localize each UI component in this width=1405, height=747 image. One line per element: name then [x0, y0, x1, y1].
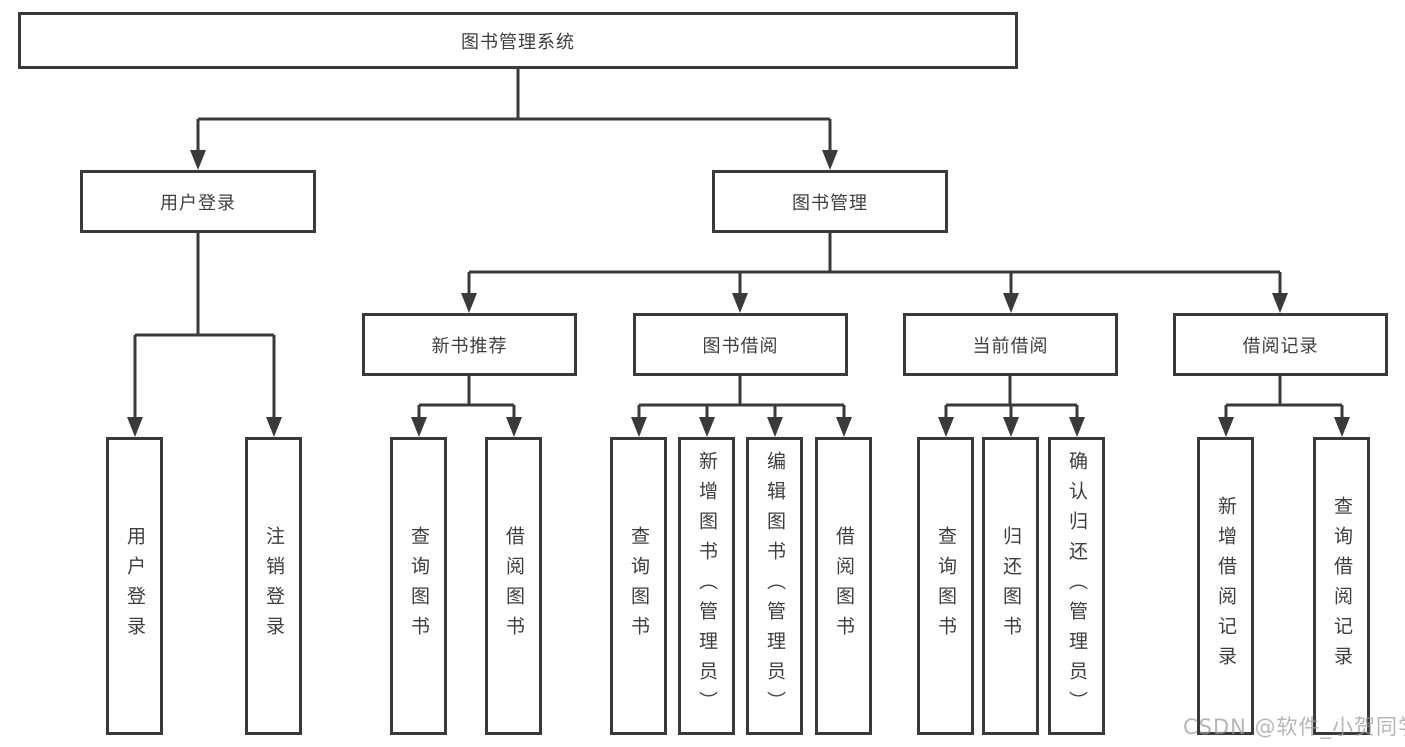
- node-book-management: 图书管理: [712, 170, 948, 233]
- leaf-query-books-1: 查询图书: [390, 437, 447, 735]
- leaf-logout-label: 注销登录: [263, 526, 285, 646]
- leaf-return-books: 归还图书: [982, 437, 1039, 735]
- node-library-management-system-label: 图书管理系统: [461, 31, 575, 53]
- leaf-user-login: 用户登录: [106, 437, 163, 735]
- csdn-watermark: CSDN @软件_小贺同学: [1183, 715, 1405, 739]
- leaf-logout: 注销登录: [245, 437, 302, 735]
- leaf-query-books-2: 查询图书: [610, 437, 667, 735]
- node-current-borrowing-label: 当前借阅: [972, 335, 1049, 357]
- leaf-add-borrow-record: 新增借阅记录: [1197, 437, 1254, 735]
- leaf-borrow-books-1: 借阅图书: [485, 437, 542, 735]
- leaf-query-borrow-record-label: 查询借阅记录: [1331, 496, 1353, 676]
- leaf-query-books-2-label: 查询图书: [628, 526, 650, 646]
- leaf-query-books-3: 查询图书: [917, 437, 974, 735]
- node-new-book-recommendation: 新书推荐: [362, 313, 577, 376]
- leaf-borrow-books-1-label: 借阅图书: [503, 526, 525, 646]
- leaf-confirm-return-admin: 确认归还（管理员）: [1048, 437, 1105, 735]
- node-library-management-system: 图书管理系统: [18, 12, 1018, 69]
- node-book-borrowing-label: 图书借阅: [702, 335, 779, 357]
- leaf-user-login-label: 用户登录: [124, 526, 146, 646]
- leaf-query-books-1-label: 查询图书: [408, 526, 430, 646]
- arrowheads: [127, 150, 1350, 437]
- node-user-login: 用户登录: [80, 170, 316, 233]
- node-book-borrowing: 图书借阅: [633, 313, 848, 376]
- leaf-borrow-books-2-label: 借阅图书: [833, 526, 855, 646]
- leaf-confirm-return-admin-label: 确认归还（管理员）: [1066, 451, 1088, 721]
- leaf-add-borrow-record-label: 新增借阅记录: [1215, 496, 1237, 676]
- leaf-add-books-admin: 新增图书（管理员）: [678, 437, 735, 735]
- leaf-query-books-3-label: 查询图书: [935, 526, 957, 646]
- node-current-borrowing: 当前借阅: [903, 313, 1118, 376]
- leaf-edit-books-admin: 编辑图书（管理员）: [746, 437, 803, 735]
- node-user-login-label: 用户登录: [160, 192, 236, 214]
- node-borrowing-records: 借阅记录: [1173, 313, 1388, 376]
- leaf-borrow-books-2: 借阅图书: [815, 437, 872, 735]
- leaf-edit-books-admin-label: 编辑图书（管理员）: [764, 451, 786, 721]
- node-borrowing-records-label: 借阅记录: [1242, 335, 1319, 357]
- node-book-management-label: 图书管理: [792, 192, 868, 214]
- node-new-book-recommendation-label: 新书推荐: [431, 335, 508, 357]
- leaf-return-books-label: 归还图书: [1000, 526, 1022, 646]
- leaf-add-books-admin-label: 新增图书（管理员）: [696, 451, 718, 721]
- leaf-query-borrow-record: 查询借阅记录: [1313, 437, 1370, 735]
